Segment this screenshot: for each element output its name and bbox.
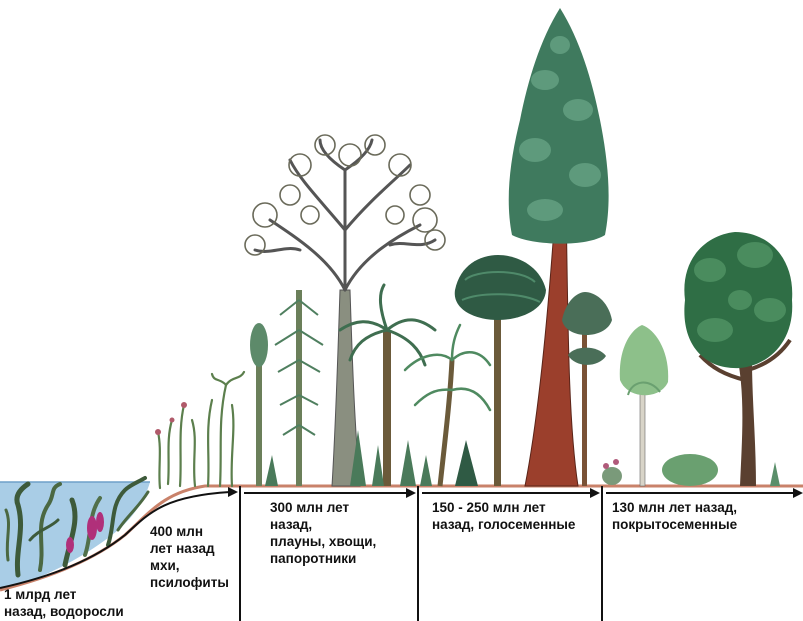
arrow-heads xyxy=(228,487,803,498)
algae-group xyxy=(4,476,150,578)
psilophyte-spores xyxy=(155,402,187,435)
era-label-algae: 1 млрд лет назад, водоросли xyxy=(4,587,124,619)
era-label-angiosperms: 130 млн лет назад, покрытосеменные xyxy=(612,500,738,532)
tree-fern xyxy=(338,283,437,486)
low-ferns xyxy=(265,430,432,486)
pine-tree xyxy=(562,292,612,486)
sequoia-tree xyxy=(508,8,609,487)
sea-water xyxy=(0,482,150,590)
era-label-gymnosperms: 150 - 250 млн лет назад, голосеменные xyxy=(432,500,576,532)
arrow-algae xyxy=(0,491,231,589)
small-conifer xyxy=(455,440,478,486)
shrubs-flowers xyxy=(602,454,780,486)
birch-tree xyxy=(619,325,669,487)
red-algae xyxy=(66,512,104,553)
araucaria-tree xyxy=(454,255,546,486)
era-dividers xyxy=(239,486,603,621)
horsetail-plants xyxy=(250,290,324,486)
era-label-psilophytes: 400 млн лет назад мхи, псилофиты xyxy=(150,524,229,590)
lepidodendron-tree xyxy=(244,134,446,487)
timeline-arrows xyxy=(0,491,797,589)
seed-fern xyxy=(403,323,492,487)
era-label-ferns: 300 млн лет назад, плауны, хвощи, папоро… xyxy=(270,500,377,566)
oak-tree xyxy=(684,232,793,486)
psilophytes-group xyxy=(156,370,246,490)
